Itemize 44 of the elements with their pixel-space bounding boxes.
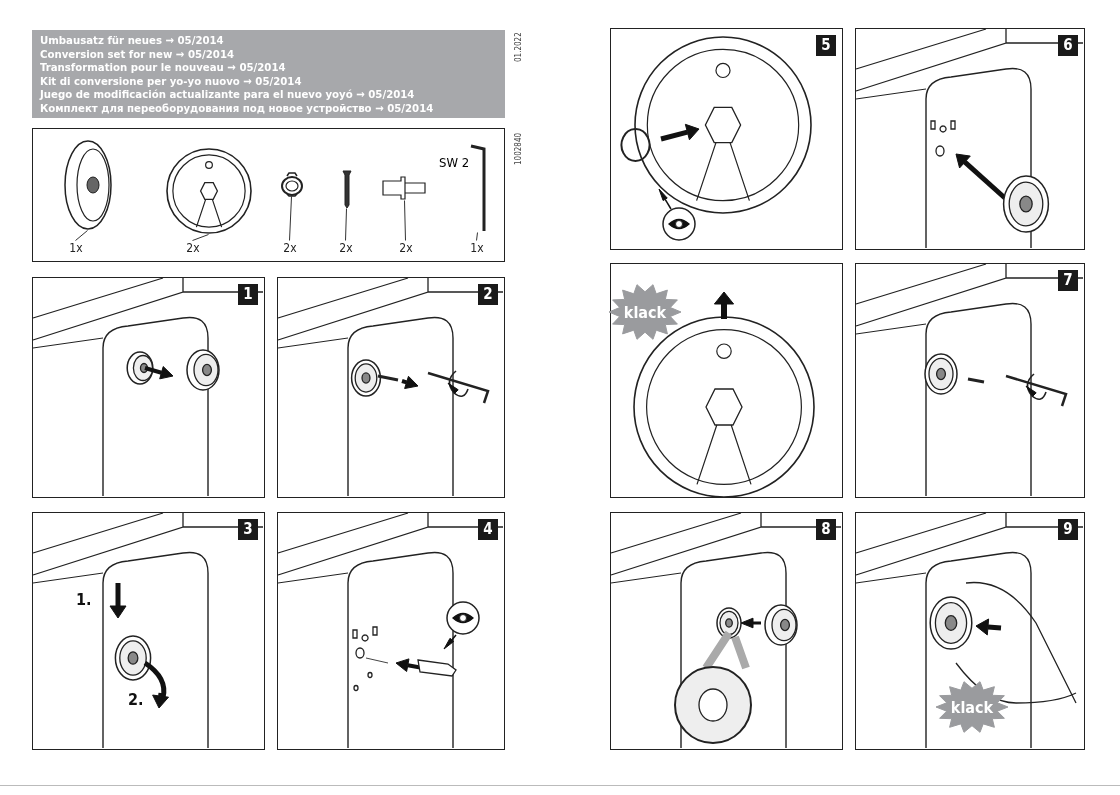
quantity-label: 2x [334, 241, 358, 255]
sound-word: klack [949, 697, 995, 717]
step-number: 6 [1058, 35, 1078, 56]
title-line: Conversion set for new → 05/2014 [40, 47, 236, 62]
vertical-note: 1002840 [514, 132, 523, 165]
sound-burst [609, 284, 681, 340]
roller-part-drawing [63, 139, 113, 231]
pin-part-drawing [381, 175, 429, 201]
size-label: SW 2 [439, 155, 470, 170]
leader-line [75, 230, 88, 241]
step-number: 8 [816, 519, 836, 540]
sound-burst [936, 681, 1008, 733]
vertical-note: 01.2022 [514, 32, 523, 62]
title-line: Transformation pour le nouveau → 05/2014 [40, 61, 287, 75]
leader-line [404, 200, 406, 241]
title-band [32, 30, 505, 118]
step-number: 7 [1058, 270, 1078, 291]
ring-part-drawing [280, 171, 304, 197]
step-order-number: 2. [128, 690, 144, 709]
leader-line [192, 234, 209, 241]
plate-part-drawing [165, 147, 253, 235]
quantity-label: 1x [465, 241, 489, 255]
quantity-label: 2x [278, 241, 302, 255]
step-number: 4 [478, 519, 498, 540]
title-line: Комплект для переоборудования под новое устройство → 05/2014 [40, 101, 435, 116]
step-number: 2 [478, 284, 498, 305]
step-number: 1 [238, 284, 258, 305]
leader-line [476, 232, 478, 241]
step-number: 3 [238, 519, 258, 540]
title-line: Umbausatz für neues → 05/2014 [40, 34, 225, 48]
sound-word: klack [622, 302, 668, 322]
step-number: 5 [816, 35, 836, 56]
title-line: Kit di conversione per yo-yo nuovo → 05/2014 [40, 74, 303, 89]
title-line: Juego de modificación actualizante para el nuevo yoyó → 05/2014 [40, 88, 416, 102]
screw-part-drawing [342, 167, 352, 209]
parts-panel [32, 128, 505, 262]
key-part-drawing [469, 143, 487, 233]
leader-line [345, 208, 347, 241]
step-number: 9 [1058, 519, 1078, 540]
step-order-number: 1. [76, 590, 92, 609]
leader-line [289, 196, 292, 241]
quantity-label: 2x [181, 241, 205, 255]
quantity-label: 1x [64, 241, 88, 255]
quantity-label: 2x [394, 241, 418, 255]
